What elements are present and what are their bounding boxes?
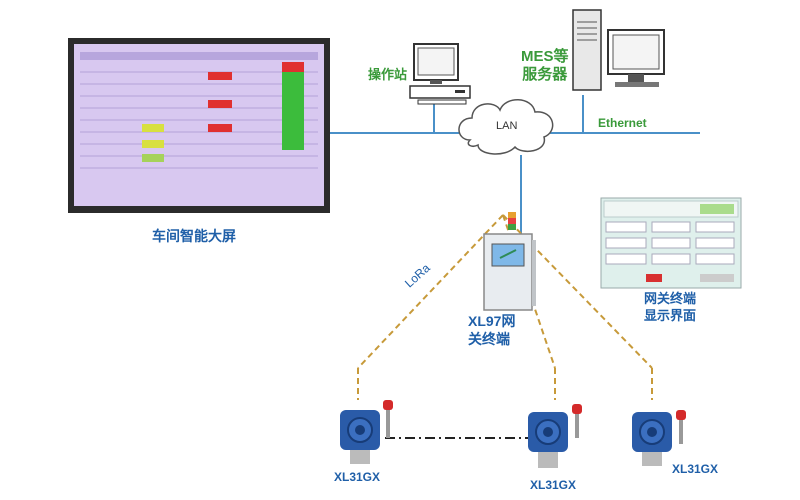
- mes-label-line2: 服务器: [522, 66, 568, 83]
- gateway-ui-label: 网关终端 显示界面: [644, 290, 696, 324]
- mes-server-label: MES等 服务器: [521, 48, 569, 84]
- workstation-label: 操作站: [368, 67, 408, 82]
- detector-2-icon: [528, 404, 582, 468]
- big-screen-label: 车间智能大屏: [152, 228, 236, 244]
- gw-ui-label-line1: 网关终端: [644, 291, 697, 306]
- detector-1-label: XL31GX: [334, 470, 381, 484]
- mes-server-icon: [572, 9, 665, 91]
- gateway-label-line2: 关终端: [468, 331, 510, 347]
- gateway-label: XL97网 关终端: [468, 312, 515, 348]
- workshop-big-screen: [68, 38, 330, 213]
- detector-3-label: XL31GX: [672, 462, 719, 476]
- lan-label: LAN: [496, 120, 518, 132]
- mes-label-line1: MES等: [521, 48, 569, 65]
- ethernet-label: Ethernet: [598, 116, 647, 130]
- workstation-computer-icon: [409, 43, 471, 105]
- xl97-gateway-device: [483, 212, 536, 311]
- gw-ui-label-line2: 显示界面: [644, 308, 697, 323]
- detector-2-label: XL31GX: [530, 478, 577, 492]
- gateway-ui-screenshot: [600, 197, 742, 289]
- detector-1-icon: [340, 400, 393, 464]
- gateway-label-line1: XL97网: [468, 313, 516, 329]
- lan-cloud: [458, 99, 554, 155]
- detector-3-icon: [632, 410, 686, 466]
